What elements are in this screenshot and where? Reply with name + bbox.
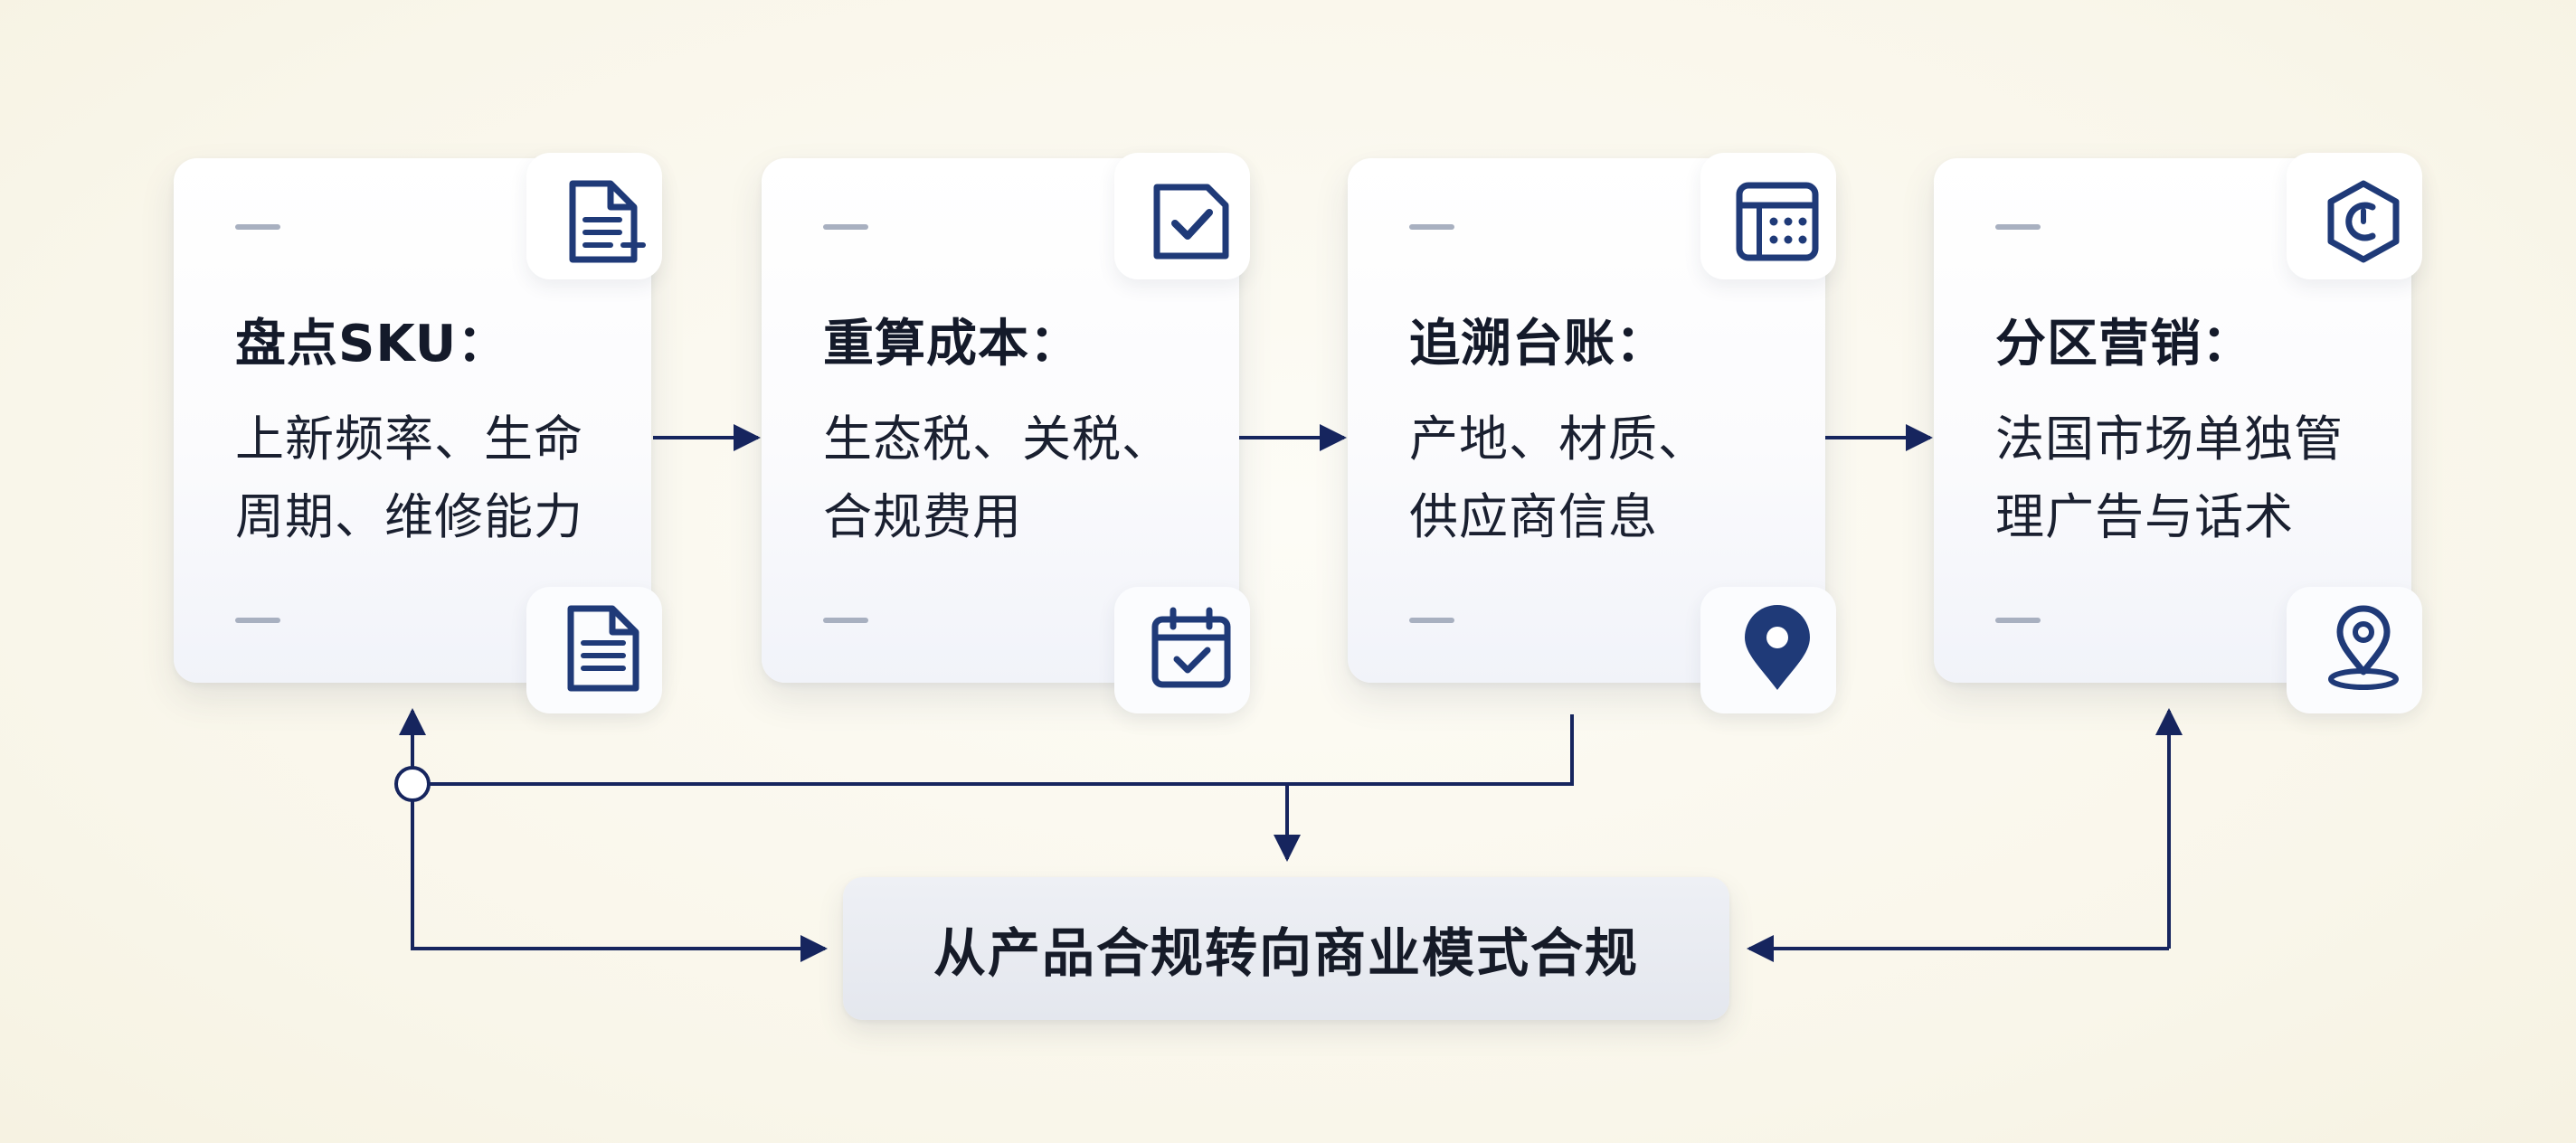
center-goal-label: 从产品合规转向商业模式合规	[933, 922, 1639, 984]
ledger-icon	[1736, 182, 1819, 261]
step-description: 生态税、关税、 合规费用	[823, 401, 1203, 556]
step-line: 上新频率、生命	[235, 411, 583, 468]
step-description: 产地、材质、 供应商信息	[1409, 401, 1789, 556]
step-description: 法国市场单独管 理广告与话术	[1995, 401, 2375, 556]
card-tab-bottom	[2287, 587, 2422, 713]
step-title: 分区营销：	[1995, 315, 2253, 373]
card-tab-bottom	[1700, 587, 1836, 713]
card-tab-bottom	[526, 587, 662, 713]
step-title: 盘点SKU：	[235, 315, 509, 373]
card-dash-bottom	[823, 618, 868, 623]
step-line: 周期、维修能力	[235, 488, 583, 545]
step-line: 供应商信息	[1409, 488, 1658, 545]
junction-node	[394, 766, 431, 802]
step-line: 理广告与话术	[1995, 488, 2294, 545]
step-line: 合规费用	[823, 488, 1022, 545]
step-line: 产地、材质、	[1409, 411, 1708, 468]
card-tab-bottom	[1114, 587, 1250, 713]
card-dash-top	[1409, 224, 1454, 230]
step-card-1: 盘点SKU： 上新频率、生命 周期、维修能力	[174, 153, 662, 713]
card-dash-bottom	[235, 618, 280, 623]
step-description: 上新频率、生命 周期、维修能力	[235, 401, 615, 556]
step-title: 重算成本：	[823, 315, 1081, 373]
card-dash-top	[823, 224, 868, 230]
card-tab-top	[1700, 153, 1836, 279]
hexagon-icon	[2327, 180, 2400, 263]
card-tab-top	[2287, 153, 2422, 279]
map-pin-icon	[2328, 605, 2399, 690]
center-goal-box: 从产品合规转向商业模式合规	[843, 877, 1729, 1020]
document-lines-icon	[567, 605, 639, 692]
step-title: 追溯台账：	[1409, 315, 1667, 373]
step-card-2: 重算成本： 生态税、关税、 合规费用	[762, 153, 1250, 713]
card-dash-top	[1995, 224, 2041, 230]
document-icon	[569, 180, 646, 263]
step-card-3: 追溯台账： 产地、材质、 供应商信息	[1348, 153, 1836, 713]
card-dash-bottom	[1995, 618, 2041, 623]
step-line: 生态税、关税、	[823, 411, 1171, 468]
feedback-line	[430, 714, 1574, 786]
card-dash-top	[235, 224, 280, 230]
arrow-node-to-center	[411, 800, 828, 962]
location-pin-icon	[1745, 605, 1810, 690]
calendar-check-icon	[1151, 607, 1231, 688]
card-dash-bottom	[1409, 618, 1454, 623]
step-line: 法国市场单独管	[1995, 411, 2344, 468]
step-card-4: 分区营销： 法国市场单独管 理广告与话术	[1934, 153, 2422, 713]
card-tab-top	[1114, 153, 1250, 279]
card-tab-top	[526, 153, 662, 279]
checkbox-icon	[1153, 184, 1229, 260]
